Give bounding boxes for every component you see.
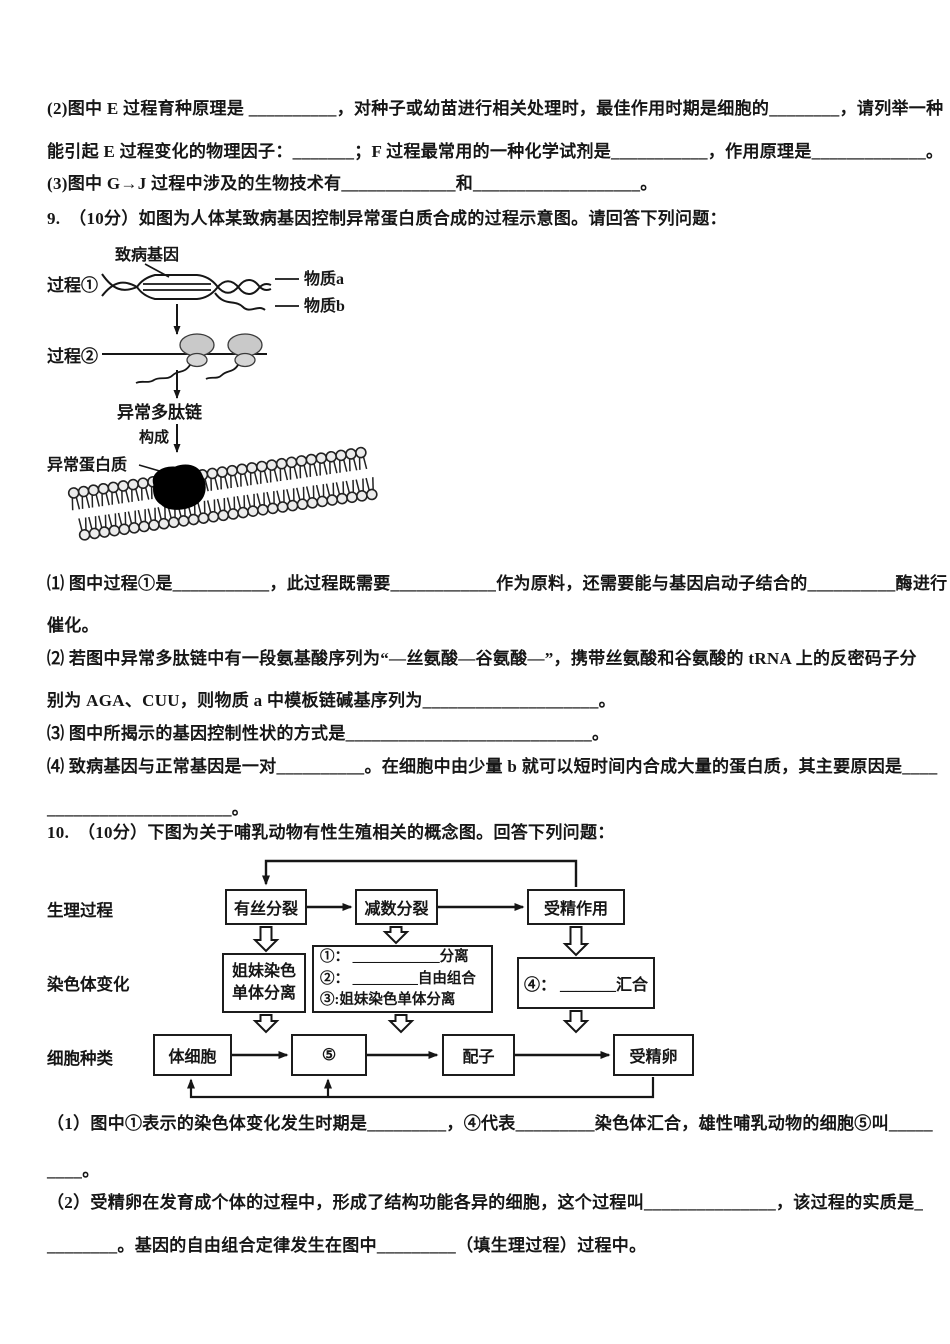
- q9-sub3-line: ⑶ 图中所揭示的基因控制性状的方式是______________________…: [47, 724, 610, 743]
- cell-membrane: [67, 446, 379, 542]
- box-gamete: 配子: [442, 1034, 515, 1076]
- box-line-3: ③:姐妹染色单体分离: [320, 991, 456, 1008]
- box-merge-blank: ④： _______汇合: [517, 957, 655, 1009]
- substance-b1-label: 物质b: [304, 296, 345, 315]
- substance-a-label: 物质a: [304, 269, 344, 288]
- q8-part3-line: (3)图中 G→J 过程中涉及的生物技术有_____________和_____…: [47, 174, 658, 193]
- q9-sub4-line1: ⑷ 致病基因与正常基因是一对__________。在细胞中由少量 b 就可以短时…: [47, 757, 938, 776]
- box-meiosis-chromosome-changes: ①： ____________分离 ②： _________自由组合 ③:姐妹染…: [312, 945, 493, 1013]
- gene-segment-lines: [143, 283, 211, 291]
- ribosome: [227, 333, 263, 368]
- q9-stem: 9. （10分）如图为人体某致病基因控制异常蛋白质合成的过程示意图。请回答下列问…: [47, 209, 727, 228]
- row-label-chromosome-change: 染色体变化: [47, 975, 130, 994]
- q8-part2-line2: 能引起 E 过程变化的物理因子：_______；F 过程最常用的一种化学试剂是_…: [47, 142, 944, 161]
- q10-sub2-line2: ________。基因的自由组合定律发生在图中_________（填生理过程）过…: [47, 1236, 647, 1255]
- feedback-arrow-bottom: [187, 1077, 655, 1099]
- q10-sub2-line1: （2）受精卵在发育成个体的过程中，形成了结构功能各异的细胞，这个过程叫_____…: [47, 1193, 924, 1212]
- compose-label: 构成: [139, 428, 169, 446]
- abnormal-protein-blob: [152, 464, 206, 510]
- box-line-1: ①： ____________分离: [320, 949, 469, 966]
- q10-sub1-line1: （1）图中①表示的染色体变化发生时期是_________，④代表________…: [47, 1114, 933, 1133]
- box-mitosis: 有丝分裂: [225, 889, 307, 925]
- box-line: 单体分离: [231, 985, 296, 1002]
- process2-label: 过程②: [47, 346, 98, 366]
- box-sister-chromatid-separation: 姐妹染色 单体分离: [222, 953, 306, 1013]
- q9-sub2-line1: ⑵ 若图中异常多肽链中有一段氨基酸序列为“—丝氨酸—谷氨酸—”，携带丝氨酸和谷氨…: [47, 649, 917, 668]
- box-line: 姐妹染色: [231, 963, 296, 981]
- box-somatic-cell: 体细胞: [153, 1034, 232, 1076]
- box-meiosis: 减数分裂: [355, 889, 438, 925]
- process1-label: 过程①: [47, 275, 98, 295]
- q10-sub1-line2: ____。: [47, 1161, 100, 1180]
- ribosome: [179, 333, 215, 368]
- q9-sub1-line2: 催化。: [47, 616, 99, 635]
- box-5: ⑤: [291, 1034, 367, 1076]
- dna-double-helix: [101, 273, 272, 311]
- reproduction-concept-map: 生理过程 染色体变化 细胞种类 有丝分裂 减数分裂 受精作用 姐妹染色 单体分离…: [47, 853, 757, 1105]
- q9-sub4-line2: _____________________。: [47, 799, 250, 818]
- box-line-2: ②： _________自由组合: [320, 970, 476, 987]
- q9-sub2-line2: 别为 AGA、CUU，则物质 a 中模板链碱基序列为______________…: [47, 691, 616, 710]
- abnormal-polypeptide-label: 异常多肽链: [117, 402, 203, 422]
- row-label-cell-type: 细胞种类: [47, 1049, 113, 1068]
- abnormal-protein-label: 异常蛋白质: [47, 455, 127, 474]
- row-label-physiological-process: 生理过程: [47, 901, 113, 920]
- q10-stem: 10. （10分）下图为关于哺乳动物有性生殖相关的概念图。回答下列问题：: [47, 823, 615, 842]
- q9-sub1-line1: ⑴ 图中过程①是___________，此过程既需要____________作为…: [47, 574, 948, 593]
- box-fertilization: 受精作用: [527, 889, 625, 925]
- q8-part2-line1: (2)图中 E 过程育种原理是 __________，对种子或幼苗进行相关处理时…: [47, 99, 944, 118]
- box-zygote: 受精卵: [613, 1034, 694, 1076]
- gene-expression-diagram: 致病基因 过程① 物质a 物质b 过程② 异常多肽链 构成 异常蛋白质: [47, 246, 379, 542]
- polypeptide-chain: [135, 364, 191, 384]
- feedback-arrow-top: [262, 859, 578, 887]
- gene-label: 致病基因: [115, 246, 179, 264]
- polypeptide-chain: [205, 364, 239, 380]
- mrna-strand: [214, 292, 266, 311]
